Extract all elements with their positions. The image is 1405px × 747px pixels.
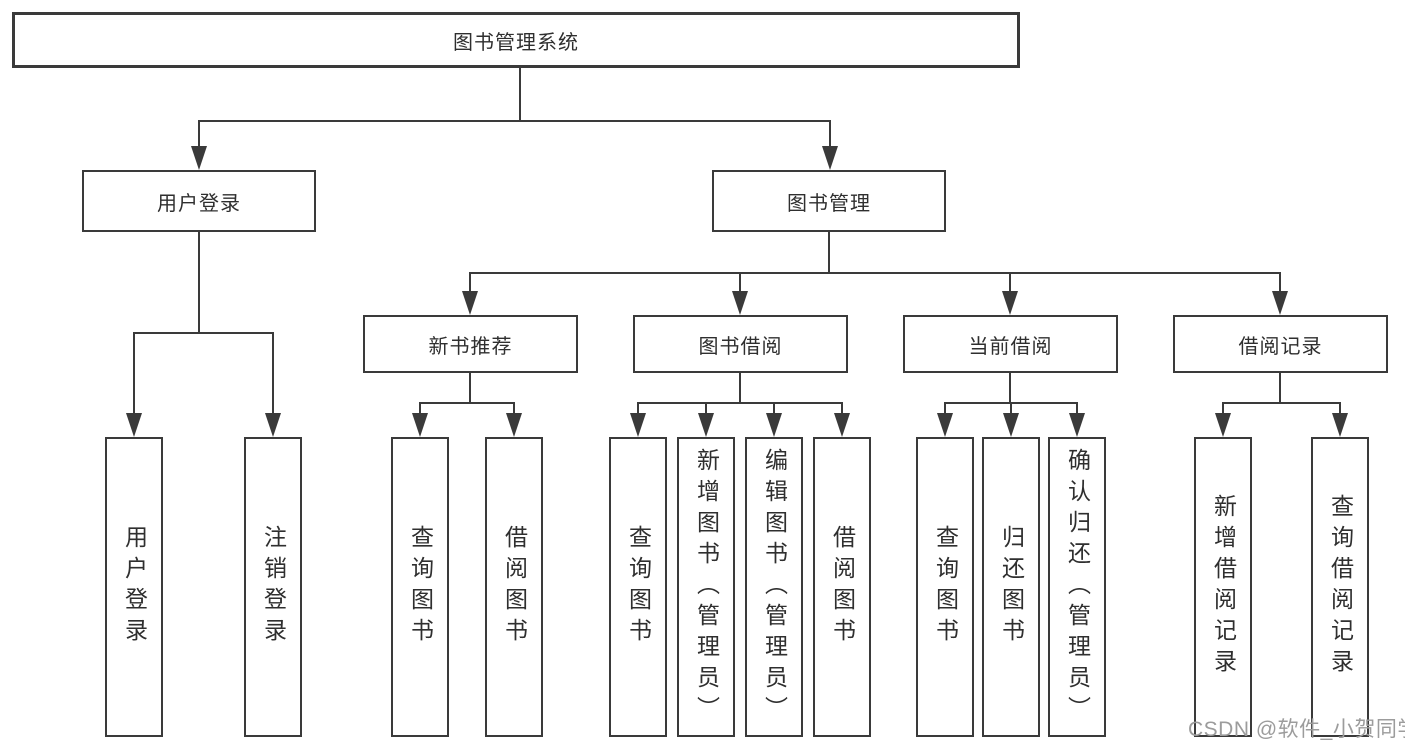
- node-user-login-label: 用户登录: [157, 192, 241, 215]
- arrow-down-icon: [698, 413, 714, 437]
- arrow-down-icon: [1272, 291, 1288, 315]
- arrow-down-icon: [630, 413, 646, 437]
- connector-line: [773, 402, 775, 416]
- leaf-return-book-label: 归还图书: [998, 525, 1025, 649]
- leaf-return-book: 归还图书: [982, 437, 1040, 737]
- node-new-book-recommend-label: 新书推荐: [428, 335, 513, 358]
- node-borrow-record-label: 借阅记录: [1238, 335, 1323, 358]
- leaf-current-query-book: 查询图书: [916, 437, 974, 737]
- connector-line: [829, 120, 831, 150]
- connector-line: [1222, 402, 1341, 404]
- connector-line: [705, 402, 707, 416]
- node-book-management-label: 图书管理: [787, 192, 871, 215]
- leaf-logout-label: 注销登录: [260, 525, 287, 649]
- connector-line: [739, 373, 741, 403]
- leaf-query-borrow-record-label: 查询借阅记录: [1327, 494, 1354, 680]
- leaf-borrow-book: 借阅图书: [813, 437, 871, 737]
- connector-line: [513, 402, 515, 416]
- arrow-down-icon: [126, 413, 142, 437]
- connector-line: [272, 332, 274, 416]
- leaf-add-book-admin-label: 新增图书（管理员）: [693, 447, 720, 727]
- leaf-user-login: 用户登录: [105, 437, 163, 737]
- csdn-watermark: CSDN @软件_小贺同学: [1188, 718, 1405, 741]
- connector-line: [1009, 272, 1011, 294]
- node-user-login: 用户登录: [82, 170, 316, 232]
- connector-line: [828, 232, 830, 273]
- arrow-down-icon: [1215, 413, 1231, 437]
- leaf-logout: 注销登录: [244, 437, 302, 737]
- arrow-down-icon: [412, 413, 428, 437]
- arrow-down-icon: [462, 291, 478, 315]
- connector-line: [469, 373, 471, 403]
- connector-line: [519, 68, 521, 120]
- connector-line: [198, 232, 200, 333]
- node-root: 图书管理系统: [12, 12, 1020, 68]
- connector-line: [841, 402, 843, 416]
- node-book-borrow-label: 图书借阅: [698, 335, 783, 358]
- connector-line: [469, 272, 471, 294]
- node-new-book-recommend: 新书推荐: [363, 315, 578, 373]
- leaf-borrow-book-label: 借阅图书: [829, 525, 856, 649]
- connector-line: [133, 332, 273, 334]
- arrow-down-icon: [937, 413, 953, 437]
- arrow-down-icon: [732, 291, 748, 315]
- connector-line: [198, 120, 830, 122]
- connector-line: [1076, 402, 1078, 416]
- leaf-recommend-query-book-label: 查询图书: [407, 525, 434, 649]
- node-borrow-record: 借阅记录: [1173, 315, 1388, 373]
- connector-line: [1009, 373, 1011, 403]
- leaf-add-borrow-record-label: 新增借阅记录: [1210, 494, 1237, 680]
- connector-line: [1222, 402, 1224, 416]
- arrow-down-icon: [1332, 413, 1348, 437]
- leaf-edit-book-admin-label: 编辑图书（管理员）: [761, 447, 788, 727]
- connector-line: [133, 332, 135, 416]
- connector-line: [419, 402, 515, 404]
- connector-line: [419, 402, 421, 416]
- connector-line: [944, 402, 946, 416]
- leaf-recommend-borrow-book-label: 借阅图书: [501, 525, 528, 649]
- node-current-borrow: 当前借阅: [903, 315, 1118, 373]
- connector-line: [1279, 373, 1281, 403]
- arrow-down-icon: [834, 413, 850, 437]
- node-current-borrow-label: 当前借阅: [968, 335, 1053, 358]
- node-book-management: 图书管理: [712, 170, 946, 232]
- connector-line: [1279, 272, 1281, 294]
- leaf-recommend-query-book: 查询图书: [391, 437, 449, 737]
- arrow-down-icon: [265, 413, 281, 437]
- leaf-add-book-admin: 新增图书（管理员）: [677, 437, 735, 737]
- connector-line: [198, 120, 200, 150]
- leaf-current-query-book-label: 查询图书: [932, 525, 959, 649]
- connector-line: [637, 402, 843, 404]
- arrow-down-icon: [1069, 413, 1085, 437]
- leaf-borrow-query-book: 查询图书: [609, 437, 667, 737]
- arrow-down-icon: [822, 146, 838, 170]
- leaf-confirm-return-admin: 确认归还（管理员）: [1048, 437, 1106, 737]
- node-book-borrow: 图书借阅: [633, 315, 848, 373]
- arrow-down-icon: [766, 413, 782, 437]
- arrow-down-icon: [1002, 291, 1018, 315]
- connector-line: [1339, 402, 1341, 416]
- arrow-down-icon: [1003, 413, 1019, 437]
- leaf-borrow-query-book-label: 查询图书: [625, 525, 652, 649]
- leaf-add-borrow-record: 新增借阅记录: [1194, 437, 1252, 737]
- connector-line: [739, 272, 741, 294]
- connector-line: [469, 272, 1281, 274]
- connector-line: [1010, 402, 1012, 416]
- leaf-user-login-label: 用户登录: [121, 525, 148, 649]
- leaf-edit-book-admin: 编辑图书（管理员）: [745, 437, 803, 737]
- leaf-confirm-return-admin-label: 确认归还（管理员）: [1064, 447, 1091, 727]
- node-root-label: 图书管理系统: [453, 31, 579, 54]
- arrow-down-icon: [191, 146, 207, 170]
- leaf-recommend-borrow-book: 借阅图书: [485, 437, 543, 737]
- leaf-query-borrow-record: 查询借阅记录: [1311, 437, 1369, 737]
- arrow-down-icon: [506, 413, 522, 437]
- connector-line: [637, 402, 639, 416]
